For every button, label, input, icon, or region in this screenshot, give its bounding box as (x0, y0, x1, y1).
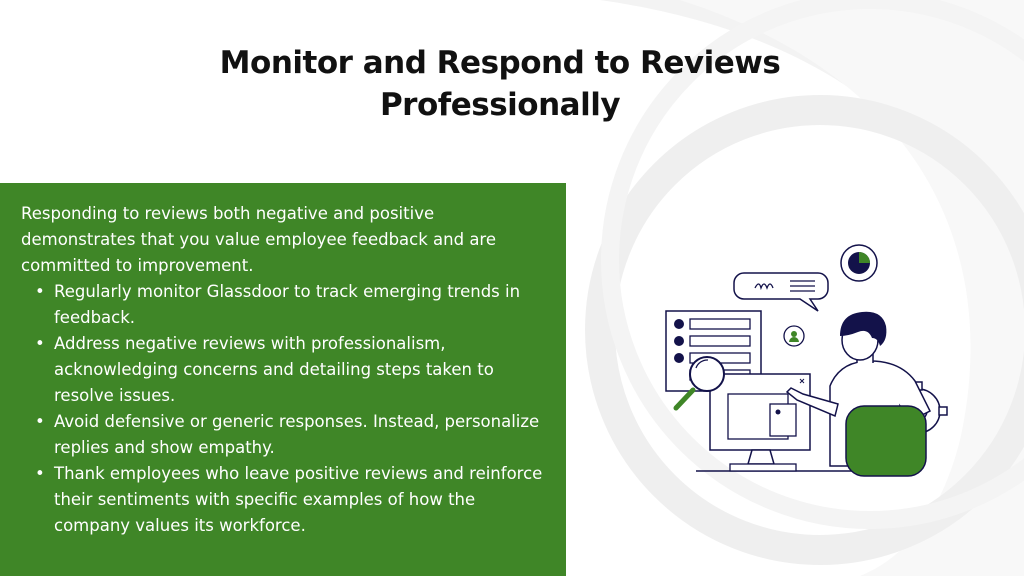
bullet-dot: • (35, 334, 45, 353)
review-illustration (665, 244, 948, 477)
monitor-icon (696, 373, 910, 472)
bullet-item: • Thank employees who leave positive rev… (21, 461, 556, 539)
magnifier-icon (673, 356, 725, 411)
bullet-text: Address negative reviews with profession… (54, 334, 494, 405)
bullet-dot: • (35, 464, 45, 483)
bullet-item: • Regularly monitor Glassdoor to track e… (21, 279, 556, 331)
title-line-1: Monitor and Respond to Reviews (219, 45, 781, 81)
bullet-dot: • (35, 282, 45, 301)
content-panel: Responding to reviews both negative and … (0, 183, 566, 576)
bullet-item: • Address negative reviews with professi… (21, 331, 556, 409)
bullet-text: Avoid defensive or generic responses. In… (54, 412, 540, 457)
title-line-2: Professionally (379, 87, 621, 123)
slide-title: Monitor and Respond to Reviews Professio… (0, 42, 1000, 126)
bullet-text: Regularly monitor Glassdoor to track eme… (54, 282, 521, 327)
bullet-list: • Regularly monitor Glassdoor to track e… (21, 279, 556, 539)
person-figure (785, 311, 932, 477)
pie-chart-icon (840, 244, 878, 282)
bullet-text: Thank employees who leave positive revie… (54, 464, 543, 535)
bullet-item: • Avoid defensive or generic responses. … (21, 409, 556, 461)
intro-paragraph: Responding to reviews both negative and … (21, 204, 497, 275)
speech-bubble-icon (733, 272, 829, 312)
user-profile-icon (783, 325, 805, 347)
bullet-dot: • (35, 412, 45, 431)
